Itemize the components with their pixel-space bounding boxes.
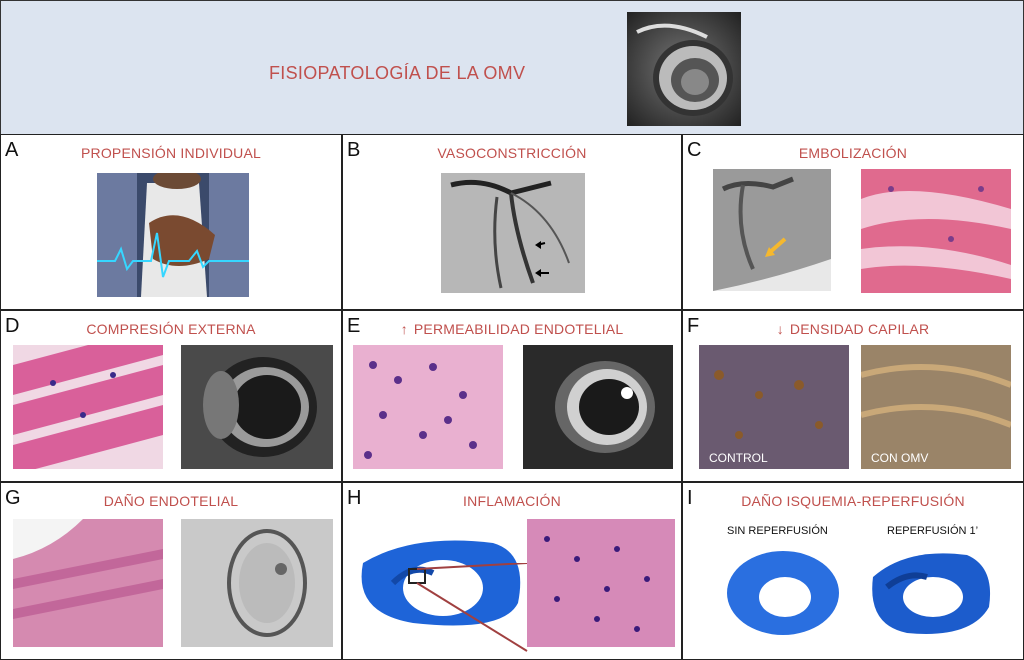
capillary-omv-image: CON OMV — [861, 345, 1011, 469]
angiogram-image — [441, 173, 585, 293]
heart-3d-model — [361, 540, 521, 626]
panel-letter: C — [687, 139, 702, 161]
panel-f: F ↓DENSIDAD CAPILAR CONTROL CON OMV — [682, 310, 1024, 482]
cardiac-mri-edema — [523, 345, 673, 469]
inflammation-histology — [527, 519, 675, 647]
arrow-icon — [535, 269, 541, 277]
myocardium-histology — [13, 345, 163, 469]
arrow-icon — [535, 241, 541, 249]
panel-title: COMPRESIÓN EXTERNA — [86, 321, 256, 337]
panel-b: B VASOCONSTRICCIÓN — [342, 134, 682, 310]
panel-i: I DAÑO ISQUEMIA-REPERFUSIÓN SIN REPERFUS… — [682, 482, 1024, 660]
mri-header-image — [627, 12, 741, 126]
panel-c: C EMBOLIZACIÓN — [682, 134, 1024, 310]
panel-letter: F — [687, 315, 700, 337]
arrow-down-icon: ↓ — [776, 321, 784, 337]
zoom-lines — [416, 563, 528, 652]
panel-title: ↓DENSIDAD CAPILAR — [776, 321, 930, 337]
header-banner: FISIOPATOLOGÍA DE LA OMV — [0, 0, 1024, 136]
heart-model-no-reperfusion — [727, 551, 839, 635]
page-title: FISIOPATOLOGÍA DE LA OMV — [269, 63, 526, 83]
panel-d: D COMPRESIÓN EXTERNA — [0, 310, 342, 482]
capillary-control-image: CONTROL — [699, 345, 849, 469]
panel-letter: H — [347, 487, 362, 509]
panel-e: E ↑PERMEABILIDAD ENDOTELIAL — [342, 310, 682, 482]
panel-h: H INFLAMACIÓN — [342, 482, 682, 660]
panel-letter: I — [687, 487, 693, 509]
arrow-icon — [765, 247, 775, 257]
edema-histology — [353, 345, 503, 469]
cardiac-mri-short-axis — [181, 345, 333, 469]
chest-pain-photo — [97, 173, 249, 297]
electron-microscopy-image — [181, 519, 333, 647]
label-sin-reperfusion: SIN REPERFUSIÓN — [727, 525, 828, 537]
panel-title: ↑PERMEABILIDAD ENDOTELIAL — [400, 321, 624, 337]
panel-title: VASOCONSTRICCIÓN — [437, 145, 587, 161]
panel-g: G DAÑO ENDOTELIAL — [0, 482, 342, 660]
panel-letter: D — [5, 315, 20, 337]
panel-a: A PROPENSIÓN INDIVIDUAL — [0, 134, 342, 310]
thrombus-histology — [861, 169, 1011, 293]
panel-letter: E — [347, 315, 361, 337]
panel-title: DAÑO ENDOTELIAL — [103, 493, 239, 509]
heart-model-reperfusion — [872, 553, 991, 634]
panel-letter: A — [5, 139, 19, 161]
embolization-angiogram — [713, 169, 831, 291]
label-reperfusion-1: REPERFUSIÓN 1’ — [887, 525, 979, 537]
panel-title: INFLAMACIÓN — [463, 493, 561, 509]
endothelial-histology — [13, 519, 163, 647]
arrow-up-icon: ↑ — [400, 321, 408, 337]
caption-control: CONTROL — [709, 451, 768, 465]
panel-title: DAÑO ISQUEMIA-REPERFUSIÓN — [741, 493, 965, 509]
panel-title: EMBOLIZACIÓN — [798, 145, 908, 161]
panel-letter: G — [5, 487, 21, 509]
panel-title: PROPENSIÓN INDIVIDUAL — [80, 145, 261, 161]
panel-letter: B — [347, 139, 361, 161]
caption-omv: CON OMV — [871, 451, 929, 465]
